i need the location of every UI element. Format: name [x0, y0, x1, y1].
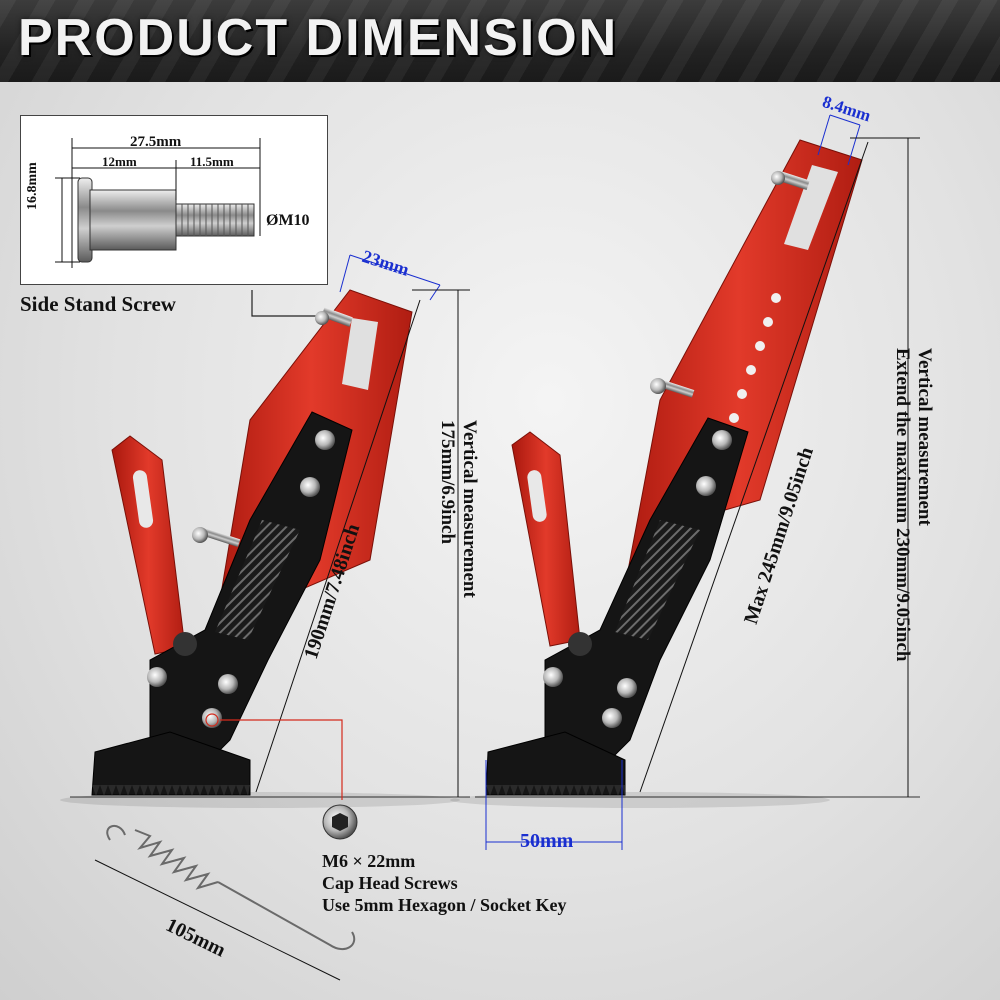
title-banner: PRODUCT DIMENSION [0, 0, 1000, 82]
screw-thread-section-label: 11.5mm [190, 154, 234, 169]
left-stand-vertical-label: Vertical measurement 175mm/6.9inch [436, 420, 480, 598]
cap-screw-spec-text: M6 × 22mm Cap Head Screws Use 5mm Hexago… [322, 850, 566, 916]
cap-screw-tool: Use 5mm Hexagon / Socket Key [322, 895, 567, 915]
banner-stripes [0, 0, 1000, 82]
right-stand-vertical-title: Vertical measurement [914, 348, 935, 526]
cap-screw-type: Cap Head Screws [322, 873, 458, 893]
screw-pointer-line [251, 290, 318, 317]
screw-caption: Side Stand Screw [20, 292, 176, 316]
right-stand-vertical-value: Extend the maximum 230mm/9.05inch [892, 348, 913, 662]
right-stand-vertical-label: Vertical measurement Extend the maximum … [891, 348, 935, 662]
screw-inset-box [20, 115, 328, 285]
cap-screw-callout [205, 713, 358, 840]
right-kickstand [485, 139, 863, 796]
left-stand-vertical-value: 175mm/6.9inch [437, 420, 458, 545]
screw-head-section-label: 12mm [102, 154, 137, 169]
screw-thread-diameter-label: ØM10 [266, 212, 310, 229]
spring-dimension-line [94, 859, 341, 981]
cap-screw-size: M6 × 22mm [322, 851, 416, 871]
right-stand-shadow [450, 792, 830, 808]
side-stand-screw-illustration [77, 177, 255, 263]
right-stand-foot-width-label: 50mm [520, 830, 574, 852]
page-title: PRODUCT DIMENSION [18, 9, 619, 67]
left-stand-vertical-title: Vertical measurement [459, 420, 480, 598]
screw-total-length-label: 27.5mm [130, 134, 182, 150]
right-stand-dimension-lines [485, 114, 920, 850]
return-spring [106, 825, 356, 951]
left-kickstand [91, 289, 413, 796]
screw-dimension-lines [55, 138, 261, 268]
left-stand-dimension-lines [255, 254, 470, 797]
screw-head-diameter-label: 16.8mm [25, 162, 40, 210]
